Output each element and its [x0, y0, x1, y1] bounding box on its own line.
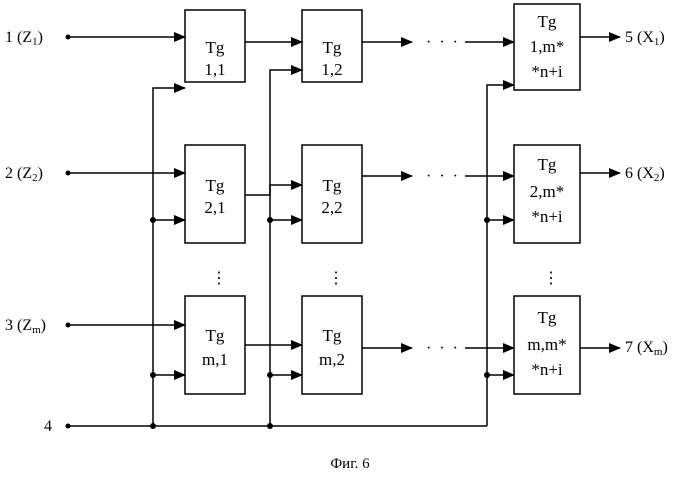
block-m-2-index: m,2 — [319, 350, 345, 369]
block-1-2-title: Tg — [323, 38, 342, 57]
block-2-1: Tg 2,1 — [185, 145, 245, 243]
output-terminal-7: 7 (Xm) — [625, 339, 668, 358]
block-m-1-index: m,1 — [202, 350, 228, 369]
block-m-1-title: Tg — [206, 326, 225, 345]
block-m-1: Tg m,1 — [185, 296, 245, 394]
ellipsis-row-m: · · · — [426, 340, 460, 357]
block-m-mn: Tg m,m* *n+i — [514, 296, 580, 394]
ellipsis-col-1: ⋮ — [211, 270, 229, 287]
block-1-2: Tg 1,2 — [302, 10, 362, 82]
block-1-mn-index-cont: *n+i — [531, 62, 563, 81]
block-1-mn-title: Tg — [538, 12, 557, 31]
input-terminal-3: 3 (Zm) — [5, 317, 71, 336]
block-2-2-title: Tg — [323, 176, 342, 195]
output-label-7: 7 (Xm) — [625, 339, 668, 358]
output-label-6: 6 (X2) — [625, 165, 665, 184]
block-1-1-title: Tg — [206, 38, 225, 57]
block-2-2-index: 2,2 — [321, 198, 342, 217]
block-2-mn: Tg 2,m* *n+i — [514, 145, 580, 243]
block-1-1-index: 1,1 — [204, 60, 225, 79]
block-m-mn-index-cont: *n+i — [531, 360, 563, 379]
block-m-2-title: Tg — [323, 326, 342, 345]
output-terminal-6: 6 (X2) — [625, 165, 665, 184]
control-label-4: 4 — [44, 418, 52, 435]
block-2-mn-title: Tg — [538, 155, 557, 174]
input-terminal-2: 2 (Z2) — [5, 165, 71, 184]
block-1-2-index: 1,2 — [321, 60, 342, 79]
block-m-mn-index: m,m* — [527, 335, 566, 354]
figure-caption: Фиг. 6 — [330, 456, 370, 472]
block-m-mn-title: Tg — [538, 308, 557, 327]
output-terminal-5: 5 (X1) — [625, 29, 665, 48]
input-terminal-1: 1 (Z1) — [5, 29, 71, 48]
block-1-mn-index: 1,m* — [530, 37, 564, 56]
ellipsis-col-mn: ⋮ — [543, 270, 561, 287]
block-2-mn-index-cont: *n+i — [531, 207, 563, 226]
block-m-2: Tg m,2 — [302, 296, 362, 394]
input-label-1: 1 (Z1) — [5, 29, 43, 48]
input-label-2: 2 (Z2) — [5, 165, 43, 184]
input-label-3: 3 (Zm) — [5, 317, 46, 336]
output-label-5: 5 (X1) — [625, 29, 665, 48]
block-2-2: Tg 2,2 — [302, 145, 362, 243]
block-2-1-index: 2,1 — [204, 198, 225, 217]
control-terminal-4: 4 — [44, 418, 71, 435]
ellipsis-row-2: · · · — [426, 168, 460, 185]
block-1-mn: Tg 1,m* *n+i — [514, 4, 580, 90]
ellipsis-row-1: · · · — [426, 34, 460, 51]
block-1-1: Tg 1,1 — [185, 10, 245, 82]
ellipsis-col-2: ⋮ — [328, 270, 346, 287]
block-2-mn-index: 2,m* — [530, 182, 564, 201]
block-2-1-title: Tg — [206, 176, 225, 195]
